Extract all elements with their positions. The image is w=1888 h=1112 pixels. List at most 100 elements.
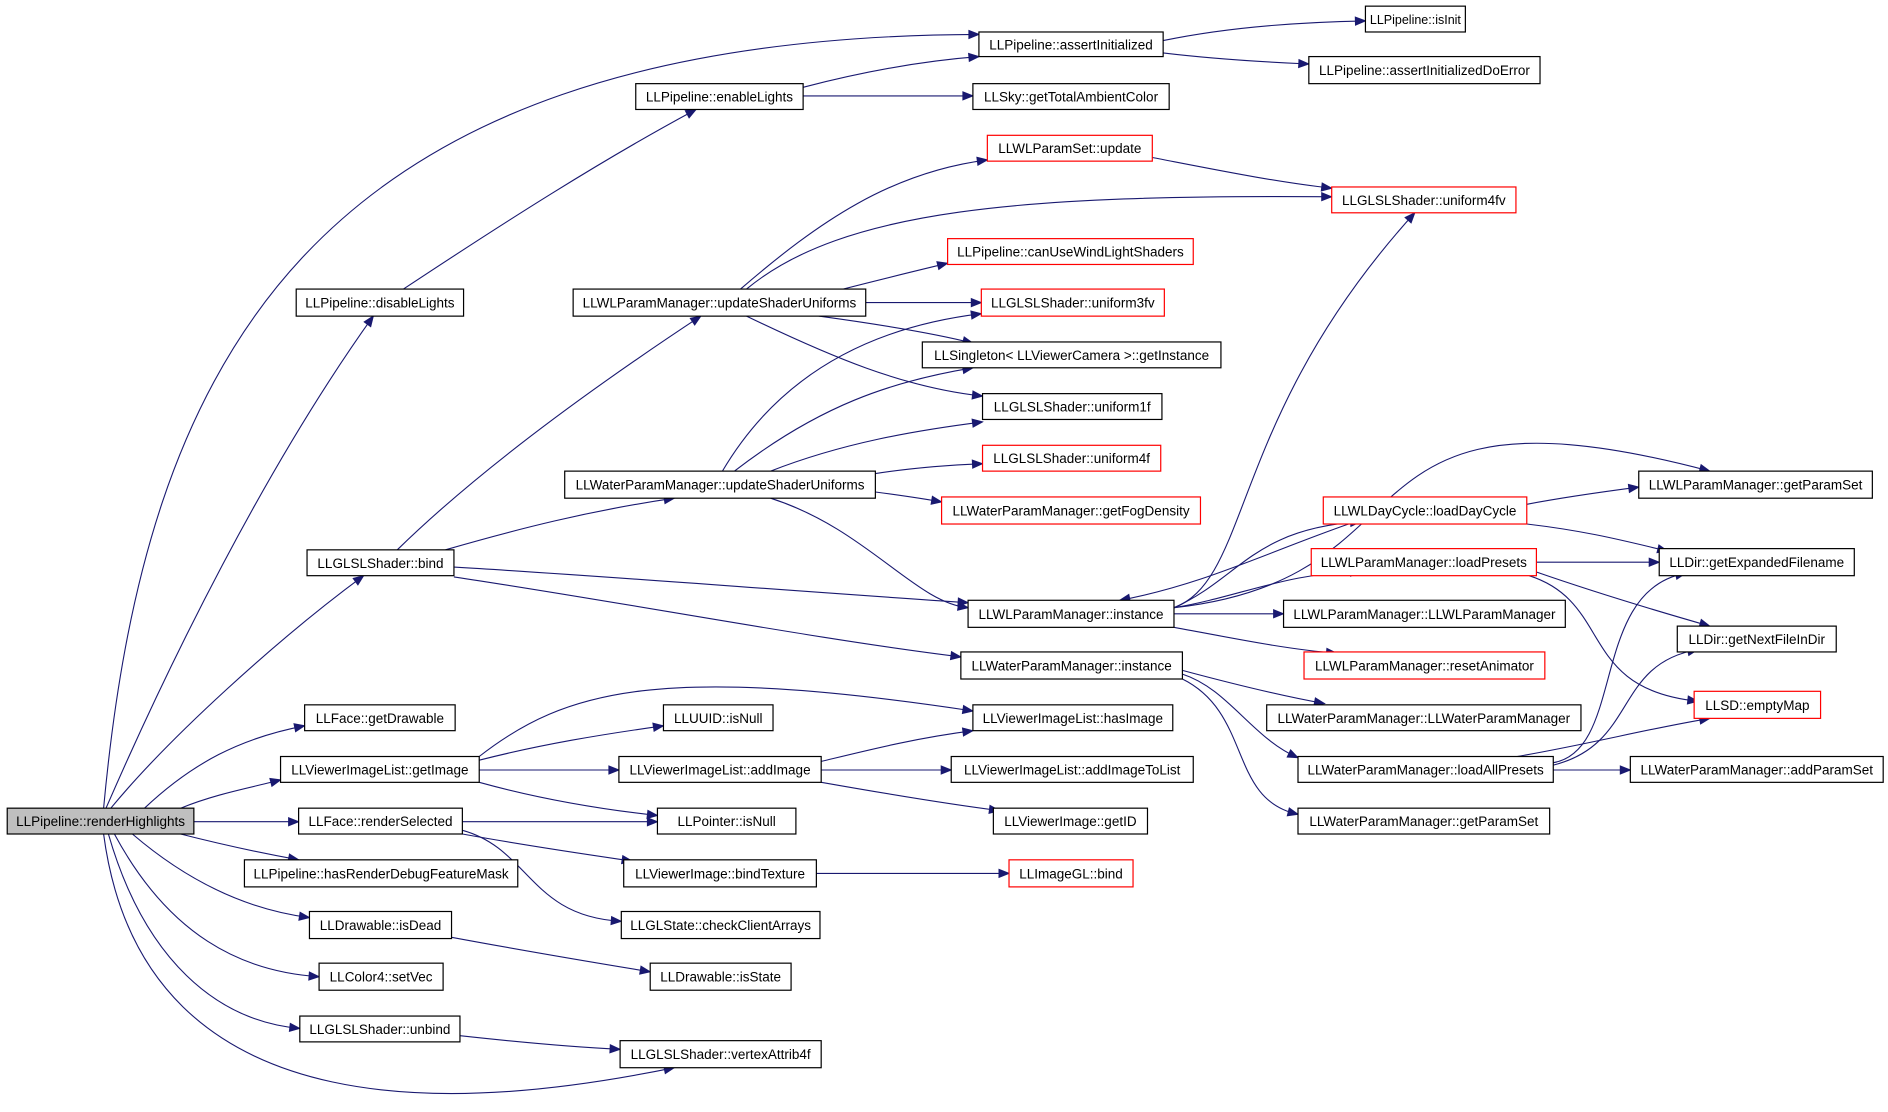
node-bindTexture[interactable]: LLViewerImage::bindTexture [623, 859, 817, 888]
node-label: LLWLParamManager::resetAnimator [1315, 658, 1534, 673]
node-emptyMap[interactable]: LLSD::emptyMap [1693, 690, 1822, 719]
node-box [649, 962, 792, 991]
node-hasImage[interactable]: LLViewerImageList::hasImage [972, 704, 1174, 732]
node-isState[interactable]: LLDrawable::isState [649, 962, 792, 991]
edge-renderHighlights-to-shaderUnbind [107, 833, 300, 1029]
arrowhead-disableLights-to-enableLights [684, 108, 698, 119]
node-uniform4fv[interactable]: LLGLSLShader::uniform4fv [1331, 186, 1517, 214]
node-uniform3fv[interactable]: LLGLSLShader::uniform3fv [980, 288, 1165, 317]
node-addImage[interactable]: LLViewerImageList::addImage [618, 755, 822, 783]
arrowhead-shaderBind-to-wlUpdateShaderUniforms [689, 315, 702, 326]
node-isDead[interactable]: LLDrawable::isDead [308, 910, 453, 940]
node-label: LLGLSLShader::bind [317, 556, 443, 571]
node-getImage[interactable]: LLViewerImageList::getImage [279, 755, 480, 783]
arrowhead-renderHighlights-to-renderSelected [288, 816, 300, 827]
edge-addImage-to-getID [821, 781, 1000, 812]
node-getTotalAmbientColor[interactable]: LLSky::getTotalAmbientColor [972, 83, 1170, 111]
node-box [950, 755, 1194, 783]
node-waterCtor[interactable]: LLWaterParamManager::LLWaterParamManager [1266, 704, 1582, 732]
node-getExpandedFilename[interactable]: LLDir::getExpandedFilename [1658, 548, 1855, 577]
node-addParamSet[interactable]: LLWaterParamManager::addParamSet [1629, 755, 1884, 783]
node-wlGetParamSet[interactable]: LLWLParamManager::getParamSet [1638, 470, 1873, 499]
node-uniform4f[interactable]: LLGLSLShader::uniform4f [981, 444, 1162, 472]
node-assertInitialized[interactable]: LLPipeline::assertInitialized [978, 31, 1164, 58]
node-box [1331, 186, 1517, 214]
node-checkClientArrays[interactable]: LLGLState::checkClientArrays [620, 910, 821, 940]
edge-renderSelected-to-checkClientArrays [462, 829, 622, 922]
node-addImageToList[interactable]: LLViewerImageList::addImageToList [950, 755, 1194, 783]
node-box [1297, 755, 1554, 783]
node-vertexAttrib4f[interactable]: LLGLSLShader::vertexAttrib4f [619, 1040, 822, 1069]
edge-isDead-to-isState [451, 936, 651, 973]
node-box [623, 859, 817, 888]
node-label: LLGLSLShader::uniform4f [993, 451, 1150, 466]
node-box [1658, 548, 1855, 577]
node-waterGetParamSet[interactable]: LLWaterParamManager::getParamSet [1297, 807, 1551, 835]
node-shaderBind[interactable]: LLGLSLShader::bind [306, 549, 455, 577]
node-pointerIsNull[interactable]: LLPointer::isNull [656, 807, 797, 835]
node-loadAllPresets[interactable]: LLWaterParamManager::loadAllPresets [1297, 755, 1554, 783]
edge-waterUpdateShaderUniforms-to-uniform4f [875, 463, 983, 475]
node-waterUpdateShaderUniforms[interactable]: LLWaterParamManager::updateShaderUniform… [564, 470, 876, 499]
node-assertInitializedDoError[interactable]: LLPipeline::assertInitializedDoError [1308, 55, 1541, 85]
node-label: LLWLDayCycle::loadDayCycle [1334, 503, 1517, 518]
node-label: LLViewerImageList::addImage [629, 762, 810, 777]
node-getFogDensity[interactable]: LLWaterParamManager::getFogDensity [940, 496, 1202, 525]
node-setVec[interactable]: LLColor4::setVec [318, 962, 444, 991]
edge-renderHighlights-to-isDead [132, 833, 310, 919]
edge-waterUpdateShaderUniforms-to-cameraGetInstance [734, 367, 973, 472]
arrowhead-enableLights-to-getTotalAmbientColor [962, 91, 975, 101]
node-canUseWindLightShaders[interactable]: LLPipeline::canUseWindLightShaders [947, 238, 1194, 266]
node-box [980, 288, 1165, 317]
edge-getImage-to-uuidIsNull [479, 725, 664, 761]
node-box [1266, 704, 1582, 732]
node-hasRenderDebugFeatureMask[interactable]: LLPipeline::hasRenderDebugFeatureMask [243, 859, 519, 888]
node-cameraGetInstance[interactable]: LLSingleton< LLViewerCamera >::getInstan… [921, 341, 1222, 369]
arrowhead-loadDayCycle-to-wlGetParamSet [1627, 483, 1641, 494]
arrowhead-waterInstance-to-loadAllPresets [1286, 749, 1300, 759]
node-box [1308, 55, 1541, 85]
arrowhead-wlLoadPresets-to-getExpandedFilename [1648, 557, 1661, 567]
node-box [967, 599, 1175, 628]
node-isInit[interactable]: LLPipeline::isInit [1364, 5, 1466, 33]
node-label: LLSky::getTotalAmbientColor [984, 90, 1159, 105]
edge-getImage-to-pointerIsNull [479, 781, 658, 817]
node-faceGetDrawable[interactable]: LLFace::getDrawable [304, 704, 456, 732]
node-resetAnimator[interactable]: LLWLParamManager::resetAnimator [1303, 651, 1546, 680]
node-waterInstance[interactable]: LLWaterParamManager::instance [960, 651, 1184, 680]
node-label: LLPipeline::canUseWindLightShaders [957, 245, 1184, 260]
node-renderHighlights[interactable]: LLPipeline::renderHighlights [6, 807, 195, 835]
node-wlCtor[interactable]: LLWLParamManager::LLWLParamManager [1282, 599, 1566, 628]
node-enableLights[interactable]: LLPipeline::enableLights [635, 83, 804, 111]
node-box [564, 470, 876, 499]
node-wlUpdateShaderUniforms[interactable]: LLWLParamManager::updateShaderUniforms [572, 288, 867, 317]
node-disableLights[interactable]: LLPipeline::disableLights [295, 288, 465, 317]
node-loadDayCycle[interactable]: LLWLDayCycle::loadDayCycle [1322, 496, 1528, 525]
node-box [279, 755, 480, 783]
node-uuidIsNull[interactable]: LLUUID::isNull [662, 704, 774, 732]
node-renderSelected[interactable]: LLFace::renderSelected [298, 807, 463, 835]
arrowhead-wlUpdateShaderUniforms-to-wlParamSetUpdate [976, 156, 989, 167]
arrowhead-loadAllPresets-to-addParamSet [1619, 765, 1632, 775]
node-imageGLBind[interactable]: LLImageGL::bind [1008, 859, 1134, 888]
node-wlLoadPresets[interactable]: LLWLParamManager::loadPresets [1310, 548, 1538, 577]
edge-shaderBind-to-waterInstance [453, 576, 961, 658]
node-box [6, 807, 195, 835]
node-wlParamSetUpdate[interactable]: LLWLParamSet::update [986, 134, 1153, 162]
node-box [308, 910, 453, 940]
node-label: LLPointer::isNull [678, 814, 776, 829]
arrowhead-isDead-to-isState [639, 965, 652, 975]
node-uniform1f[interactable]: LLGLSLShader::uniform1f [981, 393, 1163, 421]
edge-wlUpdateShaderUniforms-to-wlParamSetUpdate [740, 159, 988, 290]
node-label: LLPipeline::isInit [1370, 13, 1462, 27]
arrowhead-renderHighlights-to-getImage [269, 777, 282, 788]
node-getNextFileInDir[interactable]: LLDir::getNextFileInDir [1676, 625, 1837, 653]
node-box [295, 288, 465, 317]
node-shaderUnbind[interactable]: LLGLSLShader::unbind [299, 1015, 461, 1043]
edge-renderHighlights-to-shaderBind [110, 575, 364, 809]
edge-shaderBind-to-wlUpdateShaderUniforms [396, 315, 702, 551]
arrowhead-wlInstance-to-uniform4fv [1404, 211, 1416, 224]
node-wlInstance[interactable]: LLWLParamManager::instance [967, 599, 1175, 628]
node-getID[interactable]: LLViewerImage::getID [992, 807, 1149, 835]
arrowhead-waterUpdateShaderUniforms-to-uniform1f [971, 418, 984, 428]
